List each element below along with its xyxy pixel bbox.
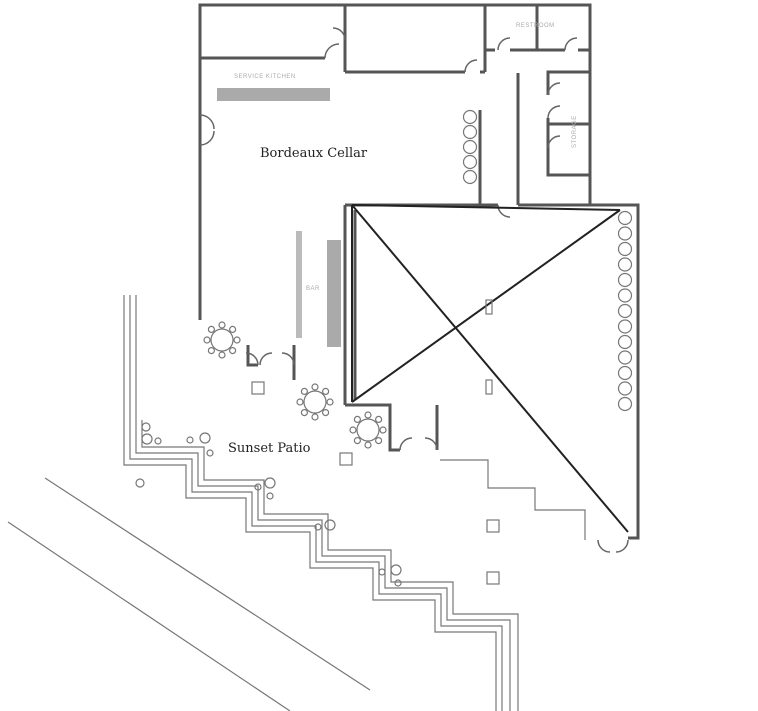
chair [356,418,380,442]
chair [617,365,633,381]
chair [617,257,633,272]
chair [617,288,633,303]
patio-tables [203,321,387,449]
terrace-steps [7,295,519,711]
chair [303,390,327,414]
chair [296,398,304,406]
dance-floor [351,204,629,533]
chair [300,409,308,417]
chair [617,226,633,241]
label-bar: BAR [306,286,320,292]
bar-counter [296,231,302,338]
doors [199,27,629,553]
chair [353,415,361,423]
label-kitchen: SERVICE KITCHEN [234,74,296,80]
chair [462,154,478,170]
chair [229,347,237,355]
chair [364,411,372,419]
chair [203,336,211,344]
chair [210,328,234,352]
chair [207,347,215,355]
chair [364,441,372,449]
chair [218,321,226,329]
chair [462,124,478,140]
seating [462,109,633,412]
chair [311,383,319,391]
chair [326,398,334,406]
bar-back-counter [327,240,341,347]
chair [233,336,241,344]
chair [617,272,633,288]
chair [375,437,383,445]
chair [207,325,215,333]
chair [617,319,633,334]
walls [198,3,640,540]
chair [322,409,330,417]
chair [617,334,633,350]
chair [322,387,330,395]
chair [379,426,387,434]
label-restroom: RESTROOM [516,23,555,29]
chair [300,387,308,395]
chair [229,325,237,333]
planters [135,422,402,587]
chair [617,303,633,319]
chair [617,241,633,257]
chair [353,437,361,445]
room-label-sunset-patio: Sunset Patio [228,441,311,456]
chair [218,351,226,359]
pillars [251,299,500,585]
label-storage: STORAGE [572,115,578,148]
chair [617,381,633,396]
chair [462,169,478,185]
chair [617,210,633,226]
chair [617,350,633,365]
chair [375,415,383,423]
chair [311,413,319,421]
chair [617,396,633,412]
chair [462,139,478,155]
room-label-bordeaux-cellar: Bordeaux Cellar [260,146,368,161]
chair [462,109,478,125]
kitchen-counter [217,88,330,101]
chair [349,426,357,434]
